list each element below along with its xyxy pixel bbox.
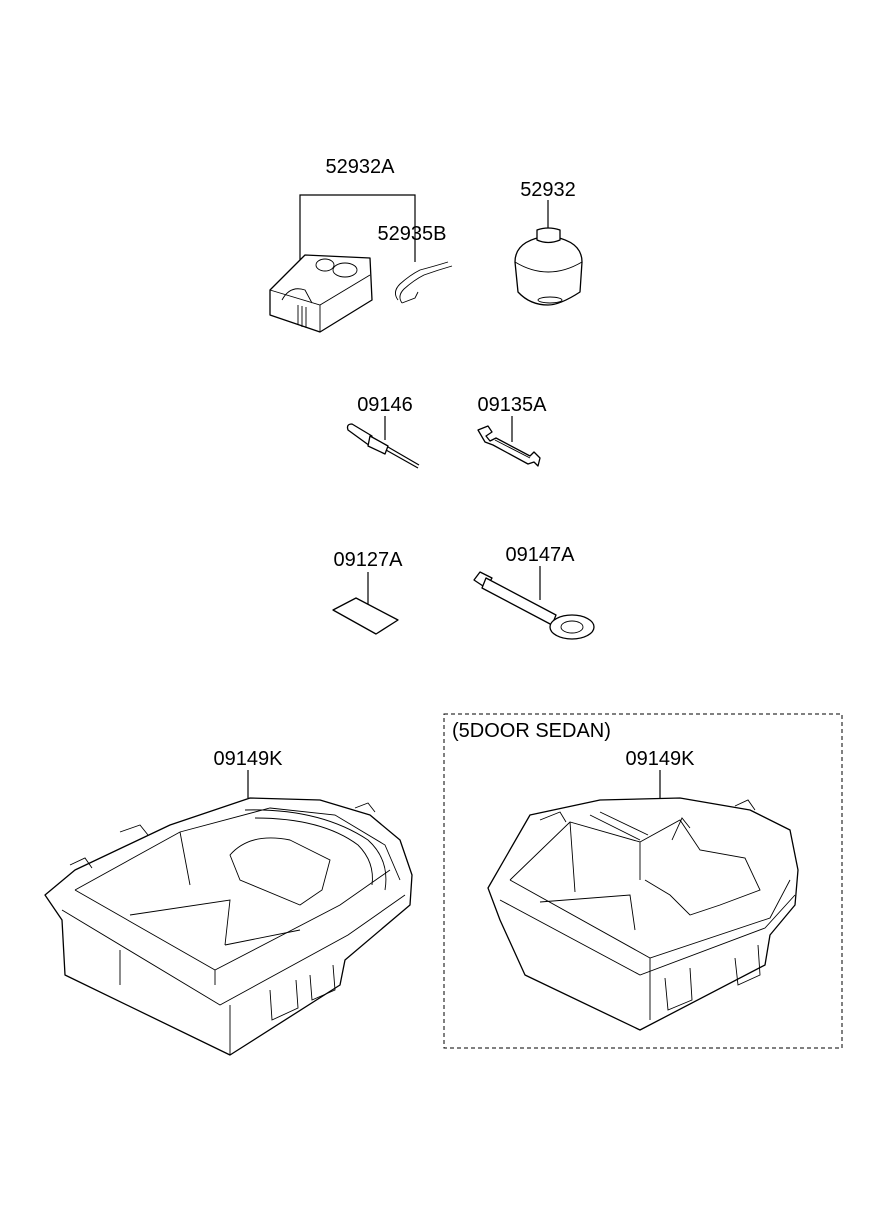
- variant-box-5door-sedan: (5DOOR SEDAN) 09149K: [443, 713, 843, 1049]
- callout-09135A: 09135A: [478, 394, 548, 416]
- callout-09149K-left: 09149K: [214, 748, 284, 770]
- label-sheet-illustration: [332, 597, 399, 635]
- hose-illustration: [395, 261, 453, 304]
- variant-label: (5DOOR SEDAN): [452, 720, 611, 742]
- screwdriver-group-09146: 09146: [346, 394, 420, 469]
- compressor-illustration: [269, 254, 373, 333]
- callout-09146: 09146: [357, 394, 413, 416]
- adaptor-group-52932: 52932: [514, 179, 583, 306]
- label-group-09127A: 09127A: [332, 549, 404, 635]
- adaptor-illustration: [514, 227, 583, 306]
- towhook-illustration: [473, 571, 595, 640]
- callout-09149K-right: 09149K: [626, 748, 696, 770]
- callout-09127A: 09127A: [334, 549, 404, 571]
- towhook-group-09147A: 09147A: [473, 544, 595, 640]
- kit-group-52932A: 52932A 52935B: [269, 156, 453, 333]
- callout-52932A: 52932A: [326, 156, 396, 178]
- tray-group-09149K-left: 09149K: [44, 748, 413, 1056]
- callout-52935B: 52935B: [378, 223, 447, 245]
- dashed-frame: [443, 713, 843, 1049]
- wrench-group-09135A: 09135A: [477, 394, 548, 467]
- tray-left-illustration: [44, 797, 413, 1056]
- callout-52932: 52932: [520, 179, 576, 201]
- leader-52932A: [299, 194, 416, 268]
- tray-right-illustration: [487, 797, 799, 1031]
- screwdriver-illustration: [346, 423, 420, 469]
- wrench-illustration: [477, 425, 541, 467]
- callout-09147A: 09147A: [506, 544, 576, 566]
